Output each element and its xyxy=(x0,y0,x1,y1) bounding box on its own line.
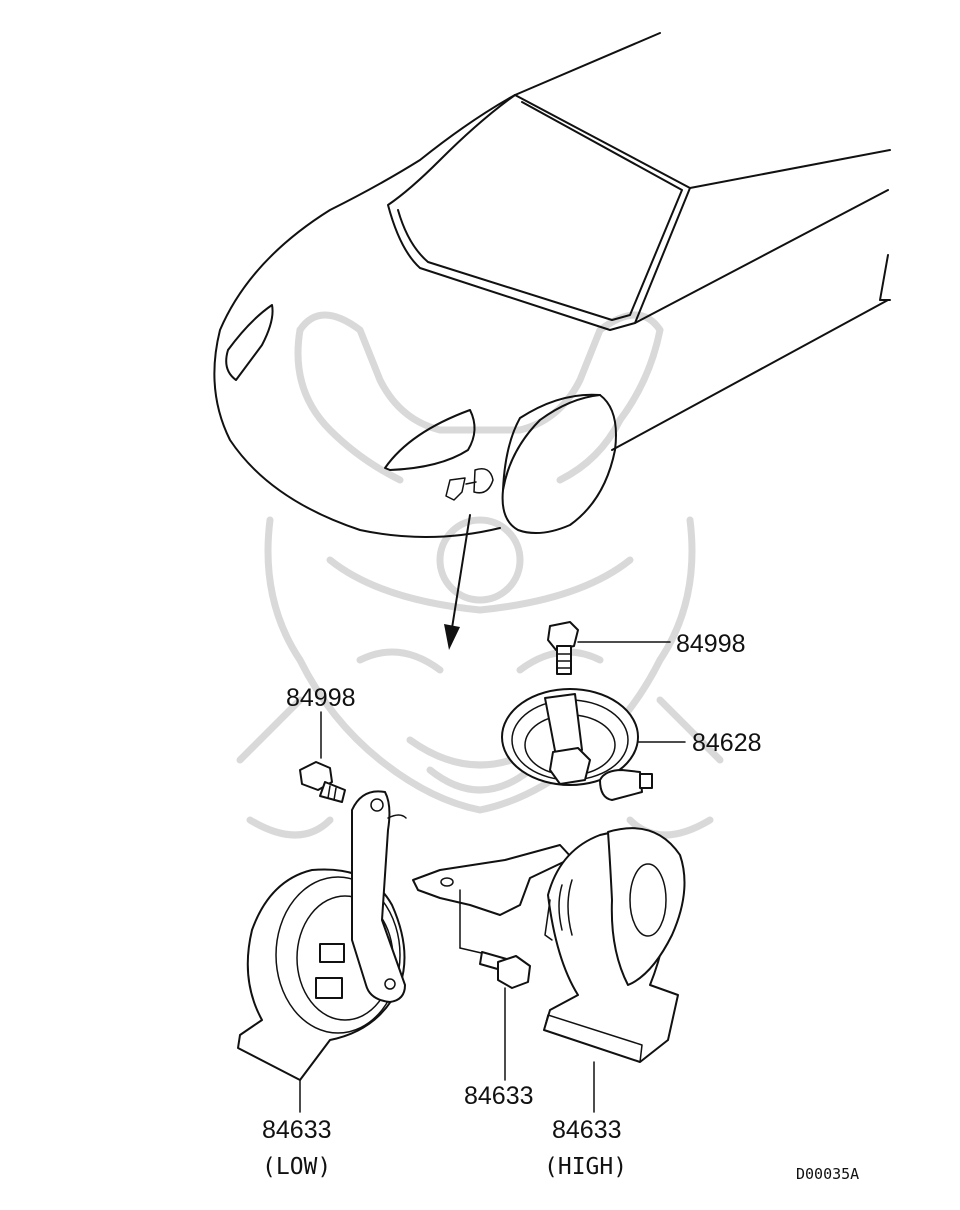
label-bolt-center: 84633 xyxy=(464,1082,534,1110)
bolt-left-icon xyxy=(299,711,346,803)
label-horn-low-note: (LOW) xyxy=(262,1154,331,1180)
horn-low-icon xyxy=(237,790,407,1113)
label-horn-high-note: (HIGH) xyxy=(544,1154,627,1180)
bolt-center-icon xyxy=(479,951,531,1081)
horn-high-icon xyxy=(543,827,686,1113)
pointer-arrow xyxy=(444,514,471,650)
label-horn-bracket: 84628 xyxy=(692,729,762,757)
horn-bracket-assembly xyxy=(501,688,686,801)
watermark-emblem xyxy=(236,311,724,839)
label-horn-high: 84633 xyxy=(552,1116,622,1144)
mount-bracket-icon xyxy=(412,844,573,956)
bolt-upper-icon xyxy=(547,621,671,675)
label-horn-low: 84633 xyxy=(262,1116,332,1144)
label-bolt-left: 84998 xyxy=(286,684,356,712)
diagram-reference-code: D00035A xyxy=(796,1165,859,1183)
label-bolt-upper: 84998 xyxy=(676,630,746,658)
vehicle-outline xyxy=(213,32,891,538)
